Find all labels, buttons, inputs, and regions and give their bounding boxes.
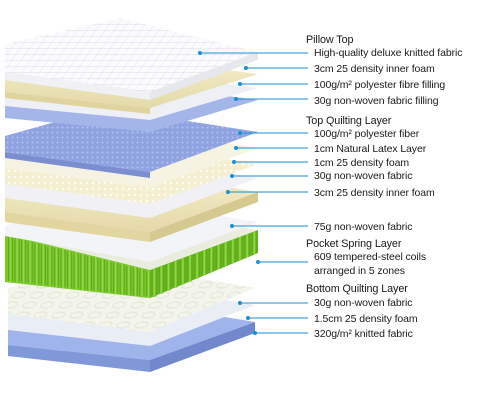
pillow-top-item: High-quality deluxe knitted fabric bbox=[314, 47, 463, 59]
leader-dot bbox=[198, 51, 202, 55]
spring-coil bbox=[194, 252, 200, 279]
spring-coil bbox=[67, 250, 73, 289]
leader-lines bbox=[198, 51, 308, 335]
spring-coil bbox=[146, 270, 151, 298]
pillow-top-layer bbox=[5, 18, 258, 132]
spring-coil bbox=[86, 255, 92, 292]
spring-coil bbox=[73, 252, 79, 290]
bottom-quilting-item: 30g non-woven fabric bbox=[314, 297, 413, 309]
leader-dot bbox=[234, 97, 238, 101]
nonwoven-item: 75g non-woven fabric bbox=[314, 221, 413, 233]
spring-coil bbox=[230, 239, 236, 264]
pillow-top-item: 100g/m² polyester fibre filling bbox=[314, 79, 446, 91]
leader-dot bbox=[246, 316, 250, 320]
leader-dot bbox=[253, 331, 257, 335]
leader-dot bbox=[256, 260, 260, 264]
spring-coil bbox=[60, 249, 66, 289]
bottom-quilting-item: 320g/m² knitted fabric bbox=[314, 328, 413, 340]
bottom-quilting-item: 1.5cm 25 density foam bbox=[314, 313, 418, 325]
bottom-quilting-title: Bottom Quilting Layer bbox=[306, 283, 408, 295]
leader-dot bbox=[238, 131, 242, 135]
pocket-spring-title: Pocket Spring Layer bbox=[306, 238, 402, 250]
leader-dot bbox=[232, 160, 236, 164]
pocket-spring-item: 609 tempered-steel coils bbox=[314, 251, 426, 263]
spring-coil bbox=[106, 260, 112, 294]
pillow-top-item: 30g non-woven fabric filling bbox=[314, 95, 439, 107]
spring-coil bbox=[244, 233, 250, 258]
spring-coil bbox=[252, 231, 257, 254]
spring-coil bbox=[166, 263, 171, 291]
top-quilting-item: 1cm Natural Latex Layer bbox=[314, 143, 427, 155]
spring-coil bbox=[173, 260, 178, 288]
spring-coil bbox=[187, 255, 193, 282]
spring-coil bbox=[54, 247, 59, 288]
pillow-top-title: Pillow Top bbox=[306, 34, 354, 46]
spring-coil bbox=[126, 265, 132, 296]
spring-coil bbox=[209, 247, 214, 273]
leader-dot bbox=[226, 190, 230, 194]
top-quilting-title: Top Quilting Layer bbox=[306, 115, 392, 127]
spring-coil bbox=[21, 239, 27, 284]
top-quilting-item: 30g non-woven fabric bbox=[314, 170, 413, 182]
spring-coil bbox=[237, 236, 243, 261]
leader-dot bbox=[244, 66, 248, 70]
spring-coil bbox=[34, 242, 40, 286]
spring-coil bbox=[14, 237, 20, 283]
spring-coil bbox=[47, 245, 53, 287]
spring-coil bbox=[223, 241, 228, 267]
leader-dot bbox=[230, 174, 234, 178]
spring-coil bbox=[202, 250, 207, 276]
top-quilting-item: 1cm 25 density foam bbox=[314, 157, 409, 169]
spring-coil bbox=[8, 236, 13, 282]
spring-coil bbox=[100, 258, 105, 293]
spring-coil bbox=[139, 268, 145, 298]
spring-coil bbox=[80, 253, 86, 291]
spring-coil bbox=[93, 257, 99, 292]
top-quilting-item: 3cm 25 density inner foam bbox=[314, 187, 435, 199]
pocket-spring-item: arranged in 5 zones bbox=[314, 265, 405, 277]
leader-dot bbox=[238, 82, 242, 86]
spring-coil bbox=[27, 240, 33, 285]
spring-coil bbox=[180, 258, 186, 285]
pillow-top-item: 3cm 25 density inner foam bbox=[314, 63, 435, 75]
spring-coil bbox=[152, 269, 157, 297]
spring-coil bbox=[159, 266, 164, 294]
spring-coil bbox=[40, 244, 46, 286]
spring-coil bbox=[216, 244, 221, 270]
leader-dot bbox=[230, 224, 234, 228]
top-quilting-item: 100g/m² polyester fiber bbox=[314, 128, 420, 140]
leader-dot bbox=[234, 146, 238, 150]
leader-dot bbox=[238, 301, 242, 305]
spring-coil bbox=[113, 261, 119, 295]
spring-coil bbox=[132, 266, 138, 297]
spring-coil bbox=[119, 263, 125, 295]
